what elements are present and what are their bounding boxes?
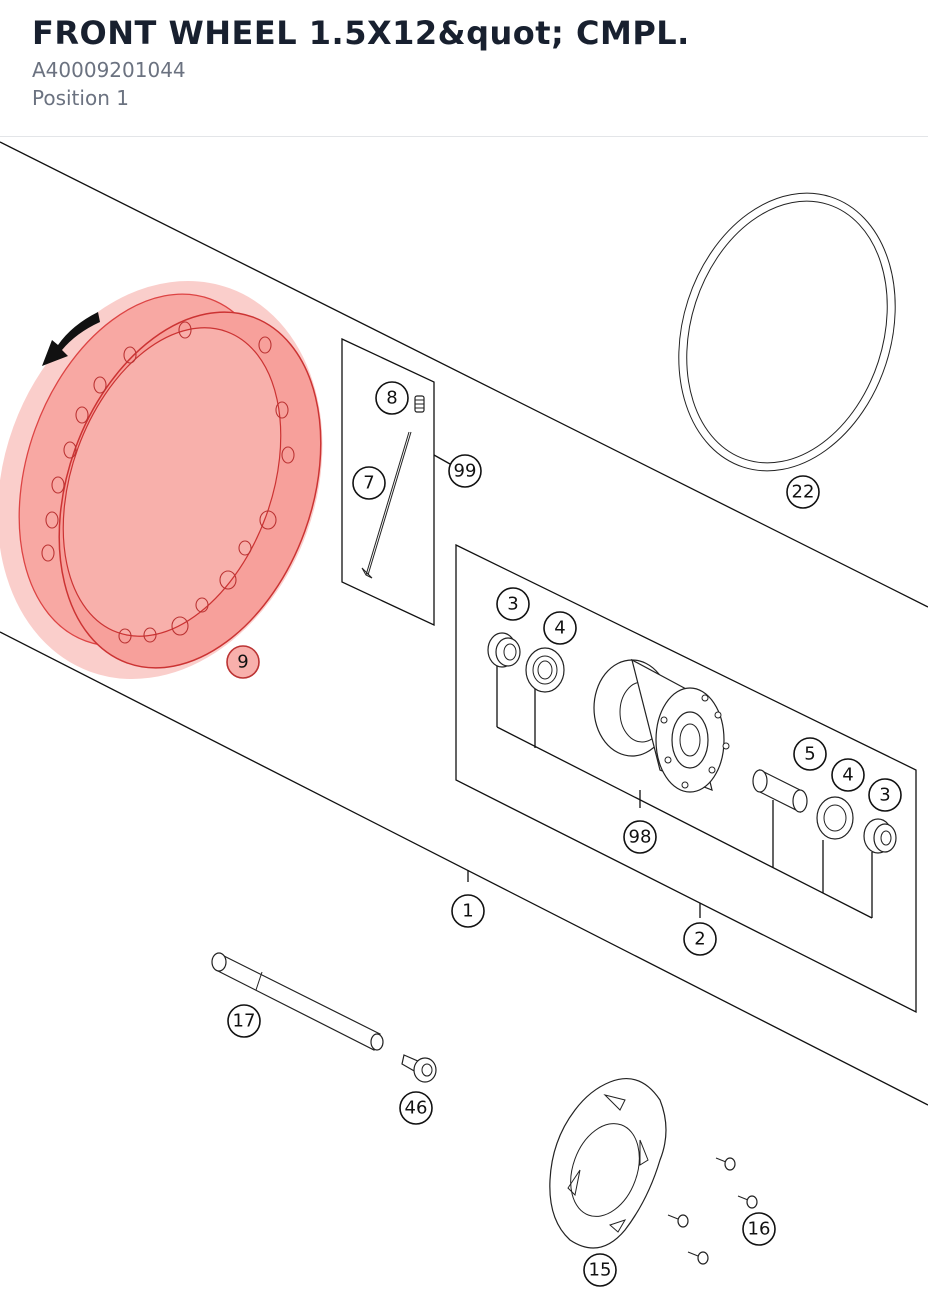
callout-8[interactable]: 8 xyxy=(375,381,409,415)
callout-2[interactable]: 2 xyxy=(683,922,717,956)
svg-text:4: 4 xyxy=(554,618,565,639)
header: FRONT WHEEL 1.5X12&quot; CMPL. A40009201… xyxy=(0,0,928,137)
svg-text:16: 16 xyxy=(748,1219,771,1240)
callout-17[interactable]: 17 xyxy=(227,1004,261,1038)
callout-98[interactable]: 98 xyxy=(623,820,657,854)
page-title: FRONT WHEEL 1.5X12&quot; CMPL. xyxy=(32,14,690,52)
part-number: A40009201044 xyxy=(32,58,186,82)
rim-tape-part-22 xyxy=(678,192,896,472)
svg-text:22: 22 xyxy=(792,482,815,503)
callout-3-right[interactable]: 3 xyxy=(868,778,902,812)
svg-text:3: 3 xyxy=(507,594,518,615)
svg-text:1: 1 xyxy=(462,901,473,922)
svg-text:9: 9 xyxy=(237,652,248,673)
svg-text:2: 2 xyxy=(694,929,705,950)
svg-text:4: 4 xyxy=(842,765,853,786)
svg-text:99: 99 xyxy=(454,461,477,482)
svg-text:46: 46 xyxy=(405,1098,428,1119)
callout-99[interactable]: 99 xyxy=(448,454,482,488)
rim-part-9[interactable] xyxy=(0,245,368,715)
svg-text:5: 5 xyxy=(804,744,815,765)
svg-text:7: 7 xyxy=(363,473,374,494)
callout-4-left[interactable]: 4 xyxy=(543,611,577,645)
callout-22[interactable]: 22 xyxy=(786,475,820,509)
spoke-kit-box xyxy=(341,337,451,627)
brake-disc-part-15 xyxy=(549,1078,667,1249)
svg-text:8: 8 xyxy=(386,388,397,409)
axle-part-17 xyxy=(211,952,384,1051)
rotation-arrow-icon xyxy=(42,312,100,366)
svg-text:98: 98 xyxy=(629,827,652,848)
disc-bolts-part-16 xyxy=(667,1157,758,1265)
svg-text:17: 17 xyxy=(233,1011,256,1032)
frame-lines xyxy=(0,141,928,1106)
svg-text:15: 15 xyxy=(589,1260,612,1281)
axle-nut-part-46 xyxy=(401,1054,437,1083)
callout-46[interactable]: 46 xyxy=(399,1091,433,1125)
hub-assembly-box xyxy=(455,543,917,1014)
callout-5[interactable]: 5 xyxy=(793,737,827,771)
position-label: Position 1 xyxy=(32,86,129,110)
callout-7[interactable]: 7 xyxy=(352,466,386,500)
callout-3-left[interactable]: 3 xyxy=(496,587,530,621)
callout-9[interactable]: 9 xyxy=(226,645,260,679)
callout-16[interactable]: 16 xyxy=(742,1212,776,1246)
callout-1[interactable]: 1 xyxy=(451,894,485,928)
callout-15[interactable]: 15 xyxy=(583,1253,617,1287)
exploded-parts-diagram: 1 2 3 3 4 4 5 7 8 9 15 16 17 22 46 98 99 xyxy=(0,141,928,1287)
callout-4-right[interactable]: 4 xyxy=(831,758,865,792)
svg-text:3: 3 xyxy=(879,785,890,806)
